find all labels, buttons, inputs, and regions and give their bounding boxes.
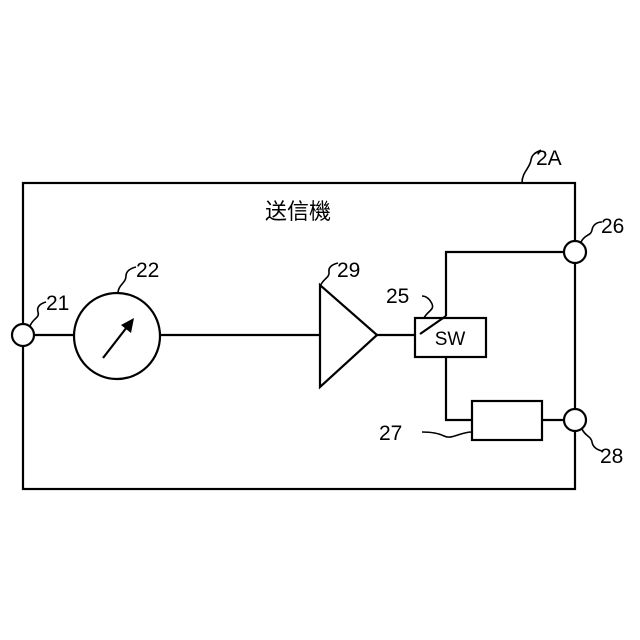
device-ref-label: 2A bbox=[536, 147, 562, 170]
switch-label: SW bbox=[435, 329, 466, 350]
input-terminal bbox=[12, 324, 34, 346]
output-terminal-top-ref: 26 bbox=[601, 215, 624, 238]
input-terminal-leader bbox=[30, 302, 46, 326]
wire-switch-to-load bbox=[446, 357, 472, 420]
wire-switch-to-terminal-26 bbox=[446, 252, 564, 316]
output-terminal-top-leader bbox=[581, 222, 602, 242]
output-terminal-bottom bbox=[564, 409, 586, 431]
output-terminal-bottom-leader bbox=[582, 429, 602, 451]
amplifier-leader bbox=[320, 263, 338, 287]
load-box bbox=[472, 401, 542, 440]
switch-ref: 25 bbox=[386, 285, 409, 308]
output-terminal-top bbox=[564, 241, 586, 263]
load-leader bbox=[422, 432, 472, 437]
input-terminal-ref: 21 bbox=[46, 292, 69, 315]
switch-leader bbox=[422, 296, 433, 318]
amplifier-triangle bbox=[320, 285, 377, 387]
output-terminal-bottom-ref: 28 bbox=[600, 445, 623, 468]
meter-leader bbox=[118, 267, 136, 293]
amplifier-ref: 29 bbox=[337, 259, 360, 282]
device-title: 送信機 bbox=[265, 200, 331, 225]
meter bbox=[74, 293, 160, 379]
load-ref: 27 bbox=[379, 422, 402, 445]
meter-ref: 22 bbox=[136, 259, 159, 282]
